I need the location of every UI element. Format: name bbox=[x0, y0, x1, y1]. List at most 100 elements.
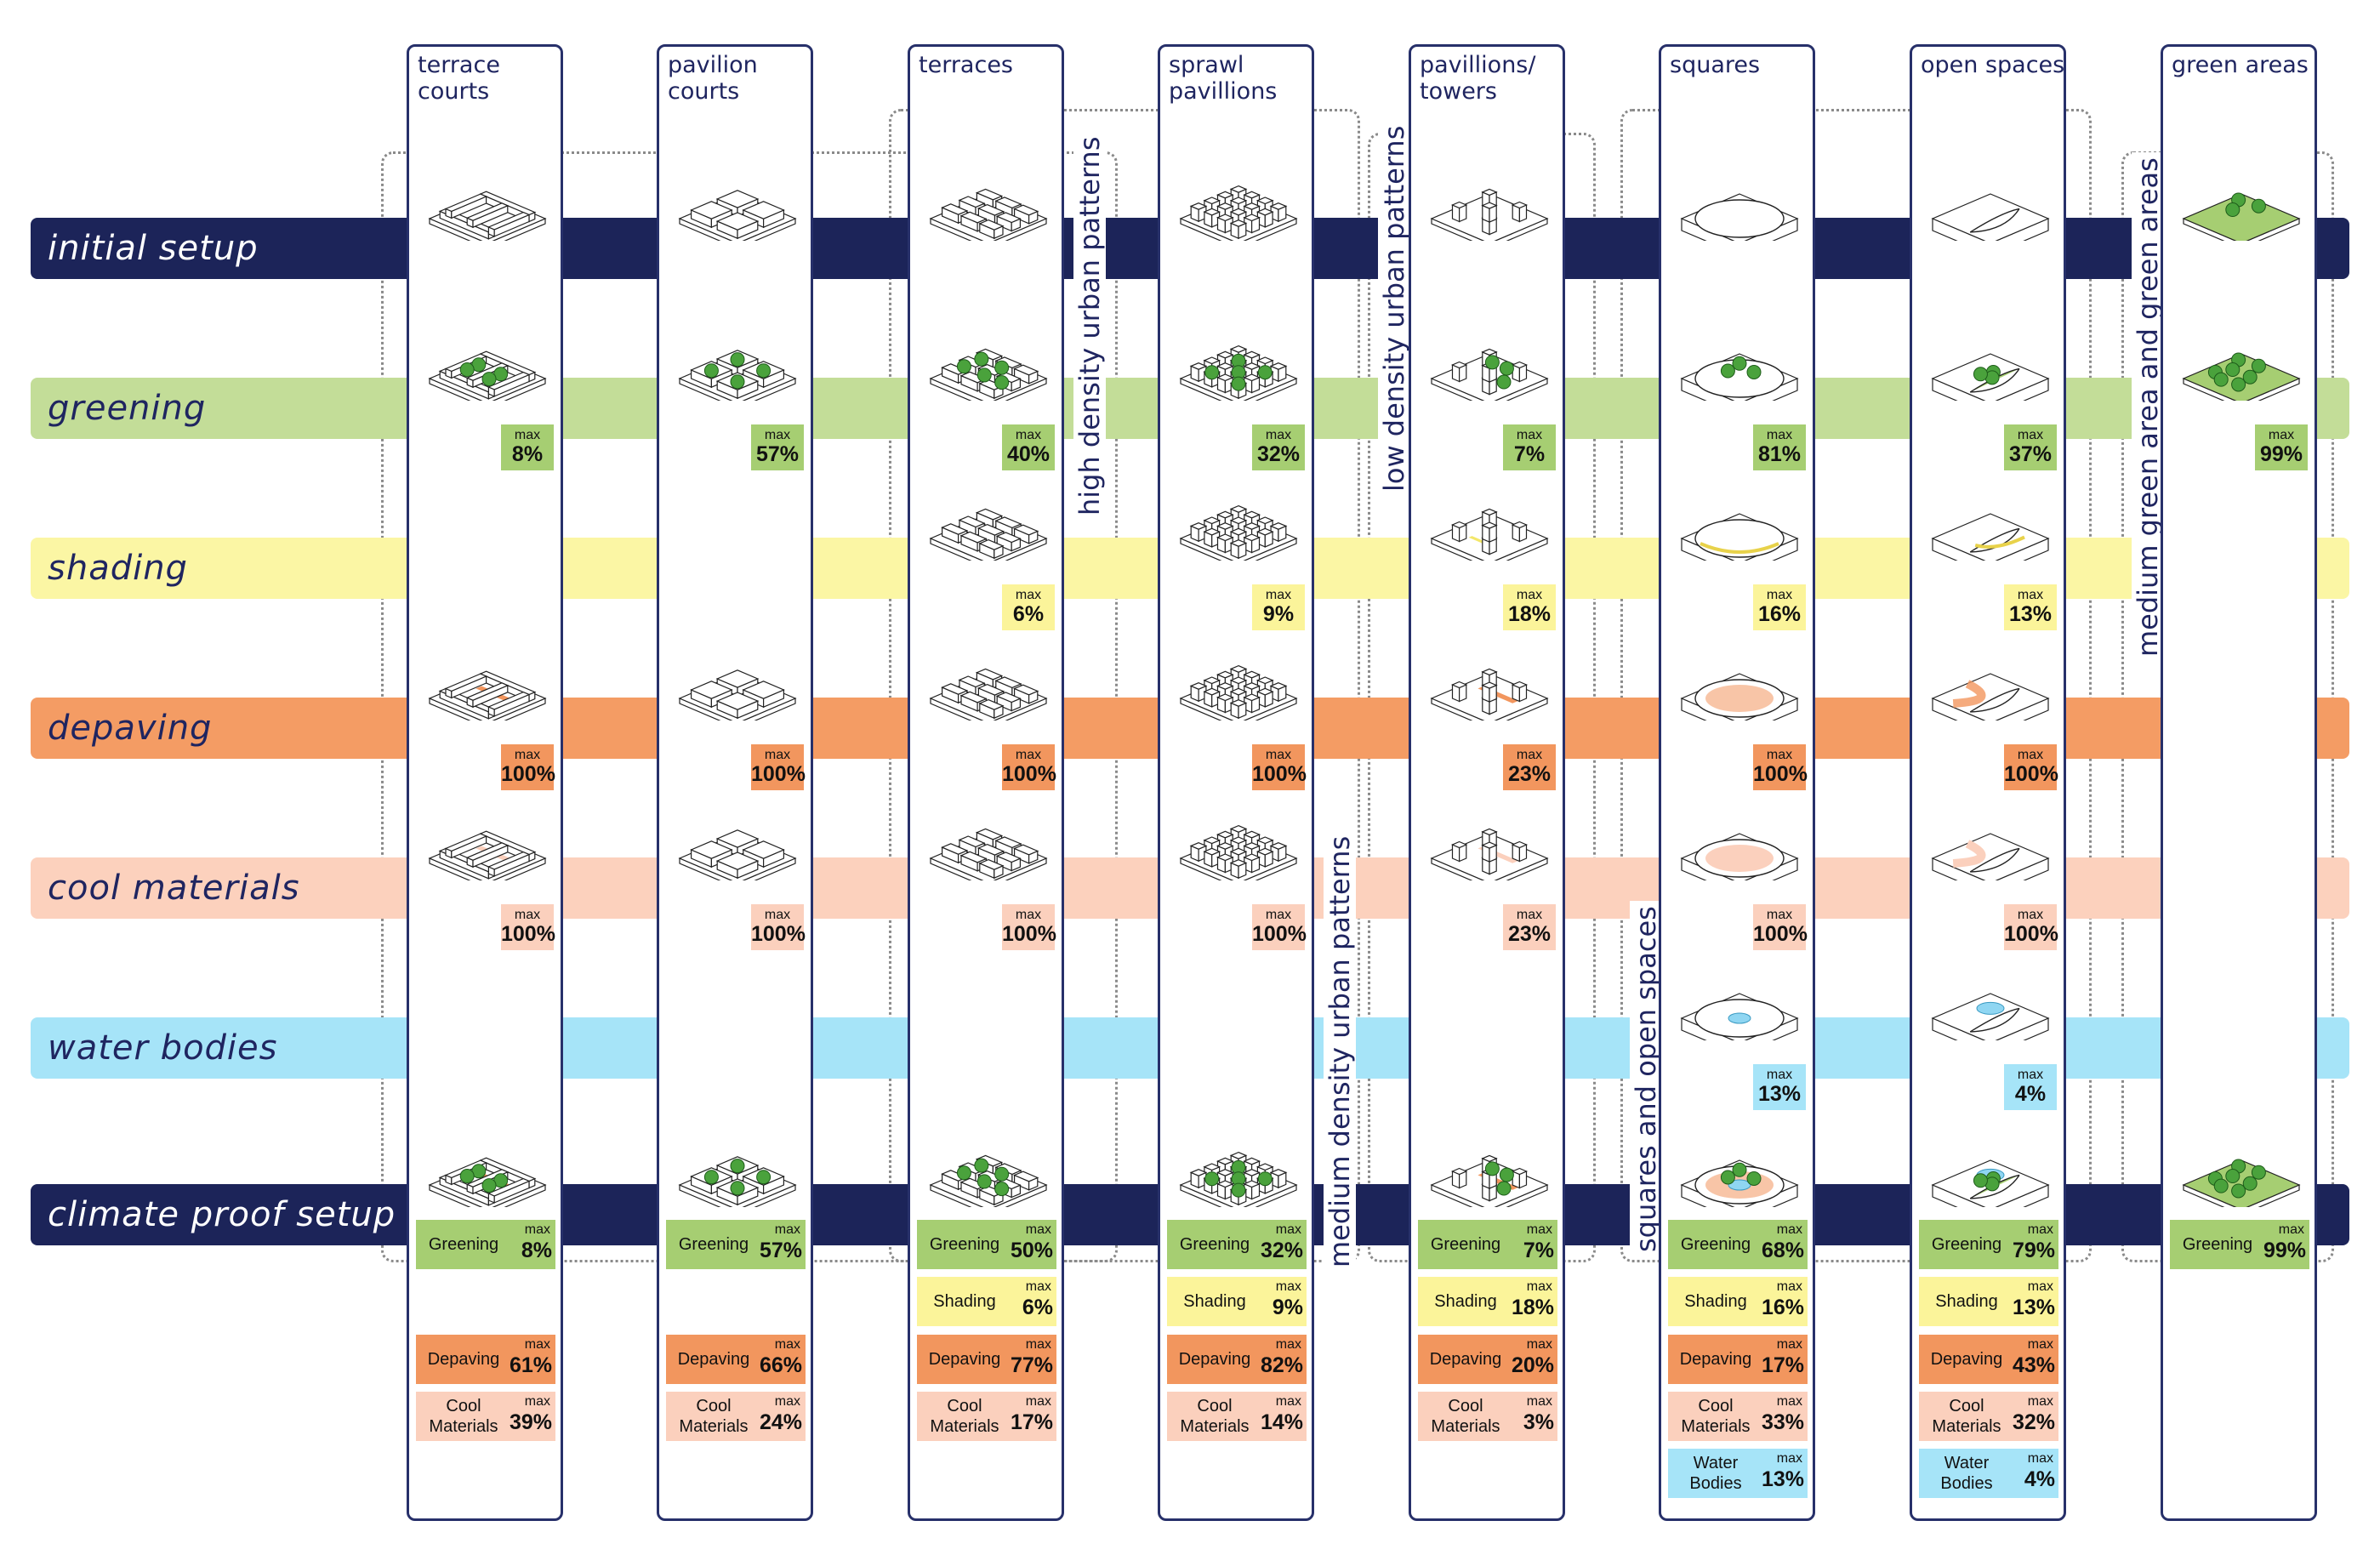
tree bbox=[1204, 365, 1220, 380]
building-roof bbox=[1243, 853, 1261, 862]
building-roof bbox=[1189, 682, 1208, 690]
building-roof bbox=[959, 531, 988, 544]
max-label: max bbox=[1265, 588, 1292, 602]
max-label: max bbox=[774, 1222, 800, 1237]
tree bbox=[1231, 376, 1246, 391]
building-roof bbox=[1229, 1151, 1248, 1159]
max-label: max bbox=[2268, 428, 2295, 442]
building-roof bbox=[1229, 836, 1248, 845]
iso-drawing-initial bbox=[419, 147, 555, 249]
building-roof bbox=[1013, 1171, 1039, 1182]
building-roof bbox=[1481, 202, 1498, 209]
summary-value: 39% bbox=[509, 1410, 552, 1434]
building-roof bbox=[995, 1178, 1022, 1190]
building-roof bbox=[1229, 197, 1248, 205]
building-roof bbox=[1450, 521, 1468, 529]
tree bbox=[1484, 355, 1500, 370]
iso-model bbox=[1179, 345, 1298, 409]
building-roof bbox=[995, 692, 1022, 703]
building-roof bbox=[1189, 842, 1208, 850]
building-roof bbox=[1216, 1169, 1234, 1176]
max-label: max bbox=[1516, 428, 1543, 442]
summary-label: Greening bbox=[1931, 1235, 2002, 1254]
tree bbox=[1732, 1162, 1747, 1177]
max-label: max bbox=[764, 748, 791, 762]
building-roof bbox=[959, 851, 988, 863]
tree bbox=[1746, 364, 1762, 379]
tree bbox=[1204, 1171, 1220, 1187]
iso-model bbox=[1680, 353, 1799, 416]
building-roof bbox=[690, 201, 733, 219]
max-value: 40% bbox=[1006, 442, 1051, 466]
row-label-shading: shading bbox=[48, 549, 188, 588]
summary-value: 66% bbox=[759, 1353, 802, 1377]
tree bbox=[2251, 358, 2266, 373]
summary-value: 7% bbox=[1523, 1239, 1554, 1262]
row-label-cool: cool materials bbox=[48, 869, 300, 908]
summary-value: 57% bbox=[759, 1239, 802, 1262]
max-value: 100% bbox=[751, 922, 806, 946]
iso-model bbox=[929, 508, 1048, 569]
group-label: medium green area and green areas bbox=[2132, 152, 2164, 662]
summary-label: Cool Materials bbox=[1180, 1397, 1250, 1436]
building-roof bbox=[444, 193, 488, 213]
building-roof bbox=[1229, 664, 1248, 673]
summary-value: 17% bbox=[1010, 1410, 1053, 1434]
max-label: max bbox=[1265, 428, 1292, 442]
tree bbox=[1496, 374, 1512, 390]
building-roof bbox=[1203, 527, 1221, 536]
tree bbox=[2213, 1178, 2229, 1193]
building-roof bbox=[1203, 516, 1221, 525]
iso-model bbox=[929, 348, 1048, 409]
tree bbox=[974, 351, 989, 367]
building-roof bbox=[1216, 202, 1234, 210]
building-roof bbox=[1511, 201, 1529, 209]
max-label: max bbox=[2017, 1068, 2044, 1082]
iso-model bbox=[428, 1157, 547, 1216]
building-roof bbox=[742, 681, 785, 699]
summary-value: 3% bbox=[1523, 1410, 1554, 1434]
slope-area bbox=[1969, 1007, 2020, 1033]
building-roof bbox=[1229, 516, 1248, 525]
terrain-curve bbox=[1970, 688, 2020, 713]
building-roof bbox=[958, 835, 986, 848]
slope-area bbox=[1969, 527, 2020, 553]
iso-model bbox=[678, 1156, 797, 1216]
max-label: max bbox=[1275, 1279, 1301, 1294]
building-roof bbox=[1269, 1169, 1288, 1176]
tree bbox=[994, 1182, 1010, 1197]
max-value: 13% bbox=[1757, 1082, 1802, 1106]
building-roof bbox=[941, 523, 969, 535]
building-roof bbox=[1269, 522, 1288, 530]
summary-label: Cool Materials bbox=[930, 1397, 999, 1436]
summary-value: 68% bbox=[1761, 1239, 1804, 1262]
building-roof bbox=[941, 203, 969, 215]
max-label: max bbox=[774, 1337, 800, 1352]
building-roof bbox=[1511, 521, 1529, 529]
iso-drawing-initial bbox=[1170, 147, 1307, 249]
building-roof bbox=[994, 516, 1022, 529]
building-roof bbox=[1255, 197, 1274, 205]
building-roof bbox=[715, 692, 760, 710]
summary-label: Shading bbox=[1183, 1292, 1246, 1311]
max-label: max bbox=[1025, 1279, 1051, 1294]
tree bbox=[481, 1178, 497, 1193]
iso-drawing-greening bbox=[1922, 307, 2058, 416]
iso-model bbox=[1931, 993, 2050, 1056]
water-pond bbox=[1728, 1179, 1751, 1191]
summary-value: 6% bbox=[1022, 1296, 1053, 1319]
water-pond bbox=[1728, 1012, 1751, 1024]
building-roof bbox=[1189, 522, 1208, 530]
summary-value: 32% bbox=[2012, 1410, 2055, 1434]
